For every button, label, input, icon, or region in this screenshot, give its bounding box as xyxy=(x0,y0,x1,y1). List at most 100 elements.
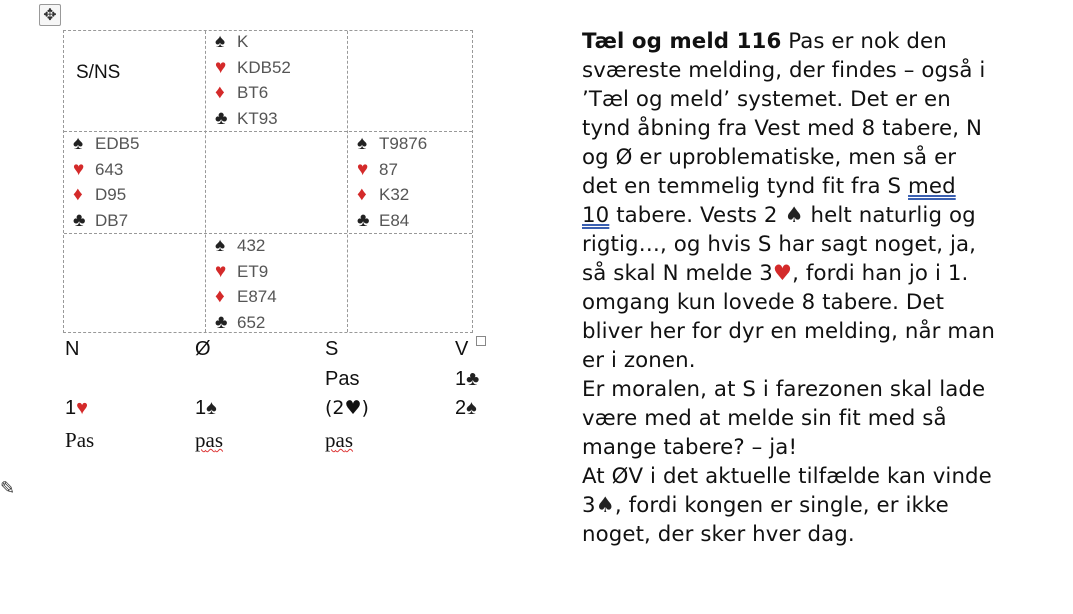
deal-diagram xyxy=(63,30,473,333)
holding-cards: T9876 xyxy=(379,134,428,153)
suit-holding-hearts: ♥ ET9 xyxy=(215,259,277,285)
auction-bid: 1♥ xyxy=(65,397,88,419)
auction-bid: 2♠ xyxy=(455,397,477,419)
hand-south: ♠ 432 ♥ ET9 ♦ E874 ♣ 652 xyxy=(215,233,277,335)
holding-cards: 432 xyxy=(237,236,266,255)
article-line: noget, der sker hver dag. xyxy=(582,522,855,547)
hand-west: ♠ EDB5 ♥ 643 ♦ D95 ♣ DB7 xyxy=(73,131,139,233)
club-icon: ♣ xyxy=(215,107,228,129)
heart-icon: ♥ xyxy=(215,56,227,78)
article-line: være med at melde sin fit med så xyxy=(582,406,947,431)
article-line: At ØV i det aktuelle tilfælde kan vinde xyxy=(582,464,992,489)
auction-bid: pas xyxy=(325,428,354,452)
article-line: bliver her for dyr en melding, når man xyxy=(582,319,995,344)
club-icon: ♣ xyxy=(215,311,228,333)
article-line: omgang kun lovede 8 tabere. Det xyxy=(582,290,945,315)
diamond-icon: ♦ xyxy=(215,82,225,103)
holding-cards: EDB5 xyxy=(95,134,140,153)
spade-icon: ♠ xyxy=(357,133,368,154)
spade-icon: ♠ xyxy=(784,203,804,228)
suit-holding-diamonds: ♦ BT6 xyxy=(215,80,291,106)
holding-cards: ET9 xyxy=(237,261,269,281)
spade-icon: ♠ xyxy=(595,493,615,518)
suit-holding-spades: ♠ EDB5 xyxy=(73,131,139,157)
holding-cards: E874 xyxy=(237,287,277,306)
article-title: Tæl og meld 116 xyxy=(582,29,782,54)
suit-holding-hearts: ♥ KDB52 xyxy=(215,55,291,81)
pen-cursor-icon: ✎ xyxy=(0,478,16,498)
auction-header: Ø xyxy=(195,338,211,360)
suit-holding-clubs: ♣ E84 xyxy=(357,208,427,234)
suit-holding-clubs: ♣ 652 xyxy=(215,310,277,336)
heart-icon: ♥ xyxy=(73,158,85,180)
article-line: 10 tabere. Vests 2 ♠ helt naturlig og xyxy=(582,203,976,228)
holding-cards: 643 xyxy=(95,159,124,179)
article-line: og Ø er uproblematiske, men så er xyxy=(582,145,957,170)
article-line: 3♠, fordi kongen er single, er ikke xyxy=(582,493,949,518)
auction-bid: Pas xyxy=(65,428,95,452)
article-line: rigtig…, og hvis S har sagt noget, ja, xyxy=(582,232,977,257)
holding-cards: KDB52 xyxy=(237,57,291,77)
article-line: Tæl og meld 116 Pas er nok den xyxy=(582,27,1062,56)
suit-holding-diamonds: ♦ E874 xyxy=(215,284,277,310)
dealer-vulnerability: S/NS xyxy=(76,62,121,83)
suit-holding-hearts: ♥ 643 xyxy=(73,157,139,183)
auction-bid: 1♠ xyxy=(195,397,217,419)
holding-cards: K32 xyxy=(379,185,410,204)
holding-cards: KT93 xyxy=(237,108,278,128)
article-first-line-rest: Pas er nok den xyxy=(781,29,947,54)
article-line: er i zonen. xyxy=(582,348,696,373)
suit-holding-hearts: ♥ 87 xyxy=(357,157,427,183)
heart-icon: ♥ xyxy=(215,260,227,282)
table-move-handle-icon[interactable]: ✥ xyxy=(39,4,61,26)
holding-cards: K xyxy=(237,32,249,51)
suit-holding-diamonds: ♦ K32 xyxy=(357,182,427,208)
spade-icon: ♠ xyxy=(215,31,226,52)
article-line: Er moralen, at S i farezonen skal lade xyxy=(582,377,986,402)
auction-bid: pas xyxy=(195,428,224,452)
auction-header: N xyxy=(65,338,80,360)
grid-divider xyxy=(64,233,472,234)
spade-icon: ♠ xyxy=(466,397,477,419)
auction-bid: Pas xyxy=(325,368,360,390)
grid-divider xyxy=(64,131,472,132)
article-line: så skal N melde 3♥, fordi han jo i 1. xyxy=(582,261,969,286)
holding-cards: DB7 xyxy=(95,210,129,230)
article-text: Tæl og meld 116 Pas er nok den sværeste … xyxy=(582,27,1062,549)
auction-header: V xyxy=(455,338,469,360)
holding-cards: 87 xyxy=(379,159,398,179)
club-icon: ♣ xyxy=(357,209,370,231)
table-resize-handle[interactable] xyxy=(476,336,486,346)
heart-icon: ♥ xyxy=(76,397,88,419)
club-icon: ♣ xyxy=(73,209,86,231)
suit-holding-spades: ♠K xyxy=(215,29,291,55)
diamond-icon: ♦ xyxy=(357,184,367,205)
auction-header: S xyxy=(325,338,339,360)
holding-cards: E84 xyxy=(379,210,410,230)
heart-icon: ♥ xyxy=(772,261,793,286)
suit-holding-spades: ♠ 432 xyxy=(215,233,277,259)
hand-east: ♠ T9876 ♥ 87 ♦ K32 ♣ E84 xyxy=(357,131,427,233)
grid-divider xyxy=(205,31,206,332)
spade-icon: ♠ xyxy=(73,133,84,154)
auction-bid: (2♥) xyxy=(325,397,369,419)
grid-divider xyxy=(347,31,348,332)
diamond-icon: ♦ xyxy=(215,286,225,307)
article-line: mange tabere? – ja! xyxy=(582,435,798,460)
auction-bid: 1♣ xyxy=(455,368,480,390)
heart-icon: ♥ xyxy=(357,158,369,180)
club-icon: ♣ xyxy=(466,368,480,390)
holding-cards: BT6 xyxy=(237,83,269,102)
article-line: det en temmelig tynd fit fra S med xyxy=(582,174,956,199)
holding-cards: 652 xyxy=(237,312,266,332)
hand-north: ♠K♥KDB52♦BT6♣KT93 xyxy=(215,29,291,131)
article-line: tynd åbning fra Vest med 8 tabere, N xyxy=(582,116,982,141)
spade-icon: ♠ xyxy=(215,235,226,256)
grammar-underline: 10 xyxy=(582,203,610,228)
grammar-underline: med xyxy=(908,174,956,199)
suit-holding-spades: ♠ T9876 xyxy=(357,131,427,157)
suit-holding-diamonds: ♦ D95 xyxy=(73,182,139,208)
article-line: ’Tæl og meld’ systemet. Det er en xyxy=(582,87,951,112)
holding-cards: D95 xyxy=(95,185,127,204)
diamond-icon: ♦ xyxy=(73,184,83,205)
